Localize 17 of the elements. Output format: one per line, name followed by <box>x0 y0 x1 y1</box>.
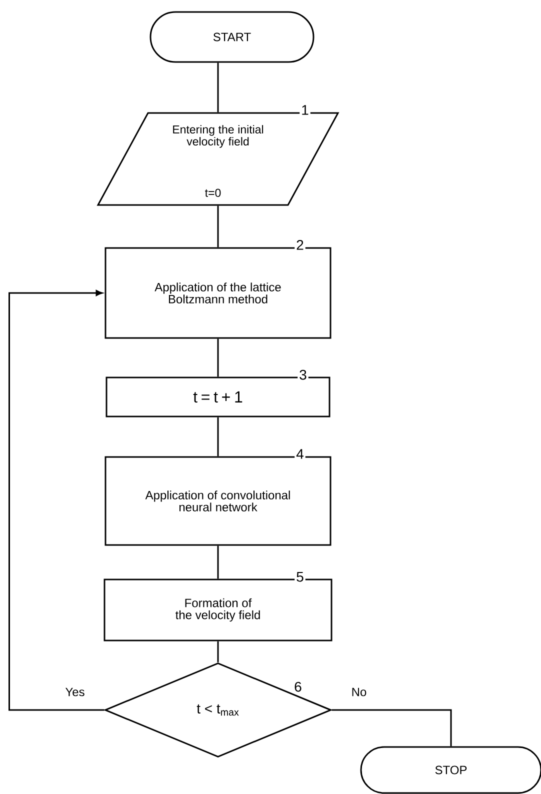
edge-label: No <box>350 686 368 698</box>
start-terminator: START <box>150 11 314 63</box>
connector-line <box>217 206 219 248</box>
connector-line <box>217 641 219 662</box>
node-label: 2 <box>296 240 304 250</box>
connector-line <box>217 417 219 456</box>
process-box: Application of the lattice Boltzmann method 2 <box>104 238 332 339</box>
process-box: Application of convolutional neural network 4 <box>104 448 332 546</box>
edge-label: Yes <box>64 686 86 698</box>
process-box: t = t + 1 3 <box>106 368 330 418</box>
connector-line <box>332 709 452 746</box>
arrow <box>8 290 104 711</box>
connector-line <box>217 338 219 377</box>
process-box: Formation of the velocity field 5 <box>104 570 332 642</box>
connector-line <box>217 62 219 112</box>
connector-line <box>217 546 219 579</box>
stop-terminator: STOP <box>360 746 541 794</box>
